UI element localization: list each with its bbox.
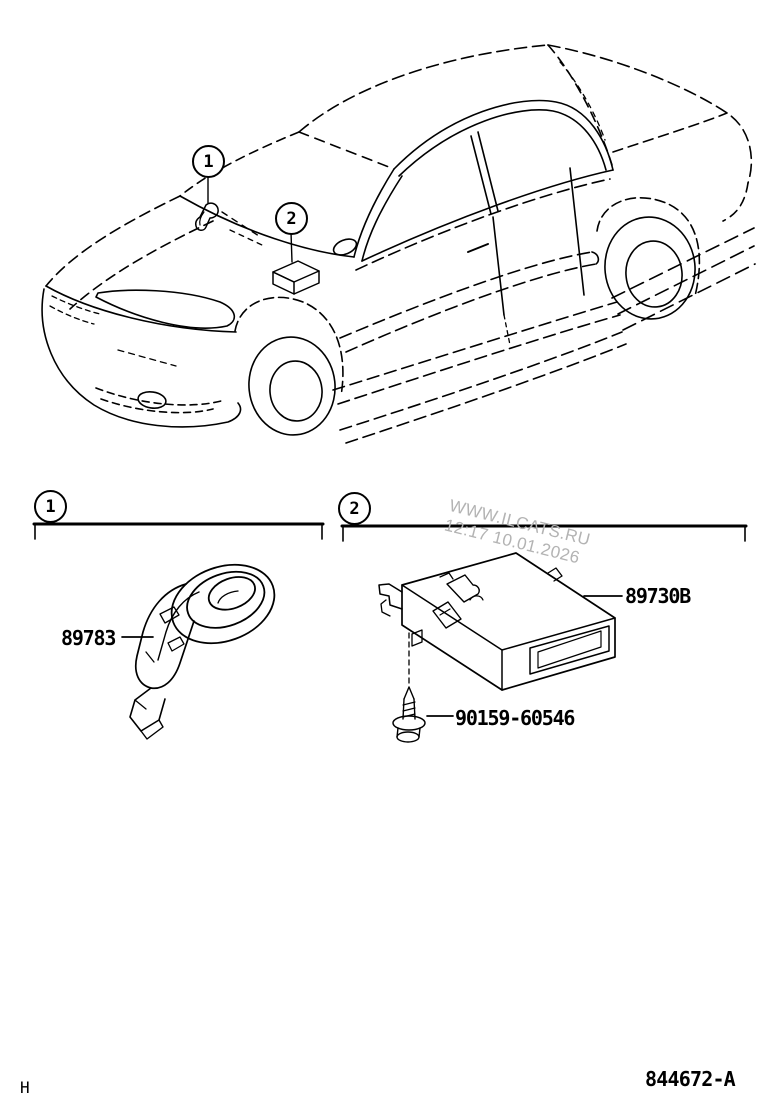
key-amplifier-marker bbox=[195, 202, 263, 239]
car-callout-2-number: 2 bbox=[286, 208, 297, 229]
figure-number: 844672-A bbox=[645, 1067, 736, 1091]
car-callout-1: 1 bbox=[192, 145, 225, 178]
car-callout-1-number: 1 bbox=[203, 151, 214, 172]
part-label-89730b: 89730B bbox=[625, 584, 691, 608]
section-2-ref-circle: 2 bbox=[338, 492, 371, 525]
vehicle-line-art bbox=[41, 44, 756, 444]
part-89730b-drawing bbox=[378, 552, 623, 691]
section-1-ref-circle: 1 bbox=[34, 490, 67, 523]
section-2-ref-number: 2 bbox=[349, 498, 360, 519]
callout-2-leader-line bbox=[290, 231, 293, 263]
section-1-bracket bbox=[32, 522, 325, 540]
screw-drawing bbox=[392, 686, 454, 743]
part-label-89783: 89783 bbox=[61, 626, 116, 650]
part-label-90159-60546: 90159-60546 bbox=[455, 706, 575, 730]
footer-page-letter: H bbox=[20, 1078, 30, 1097]
section-2-bracket bbox=[340, 524, 748, 542]
car-callout-2: 2 bbox=[275, 202, 308, 235]
part-89783-drawing bbox=[121, 563, 276, 740]
section-1-ref-number: 1 bbox=[45, 496, 56, 517]
module-marker-box bbox=[272, 260, 320, 295]
